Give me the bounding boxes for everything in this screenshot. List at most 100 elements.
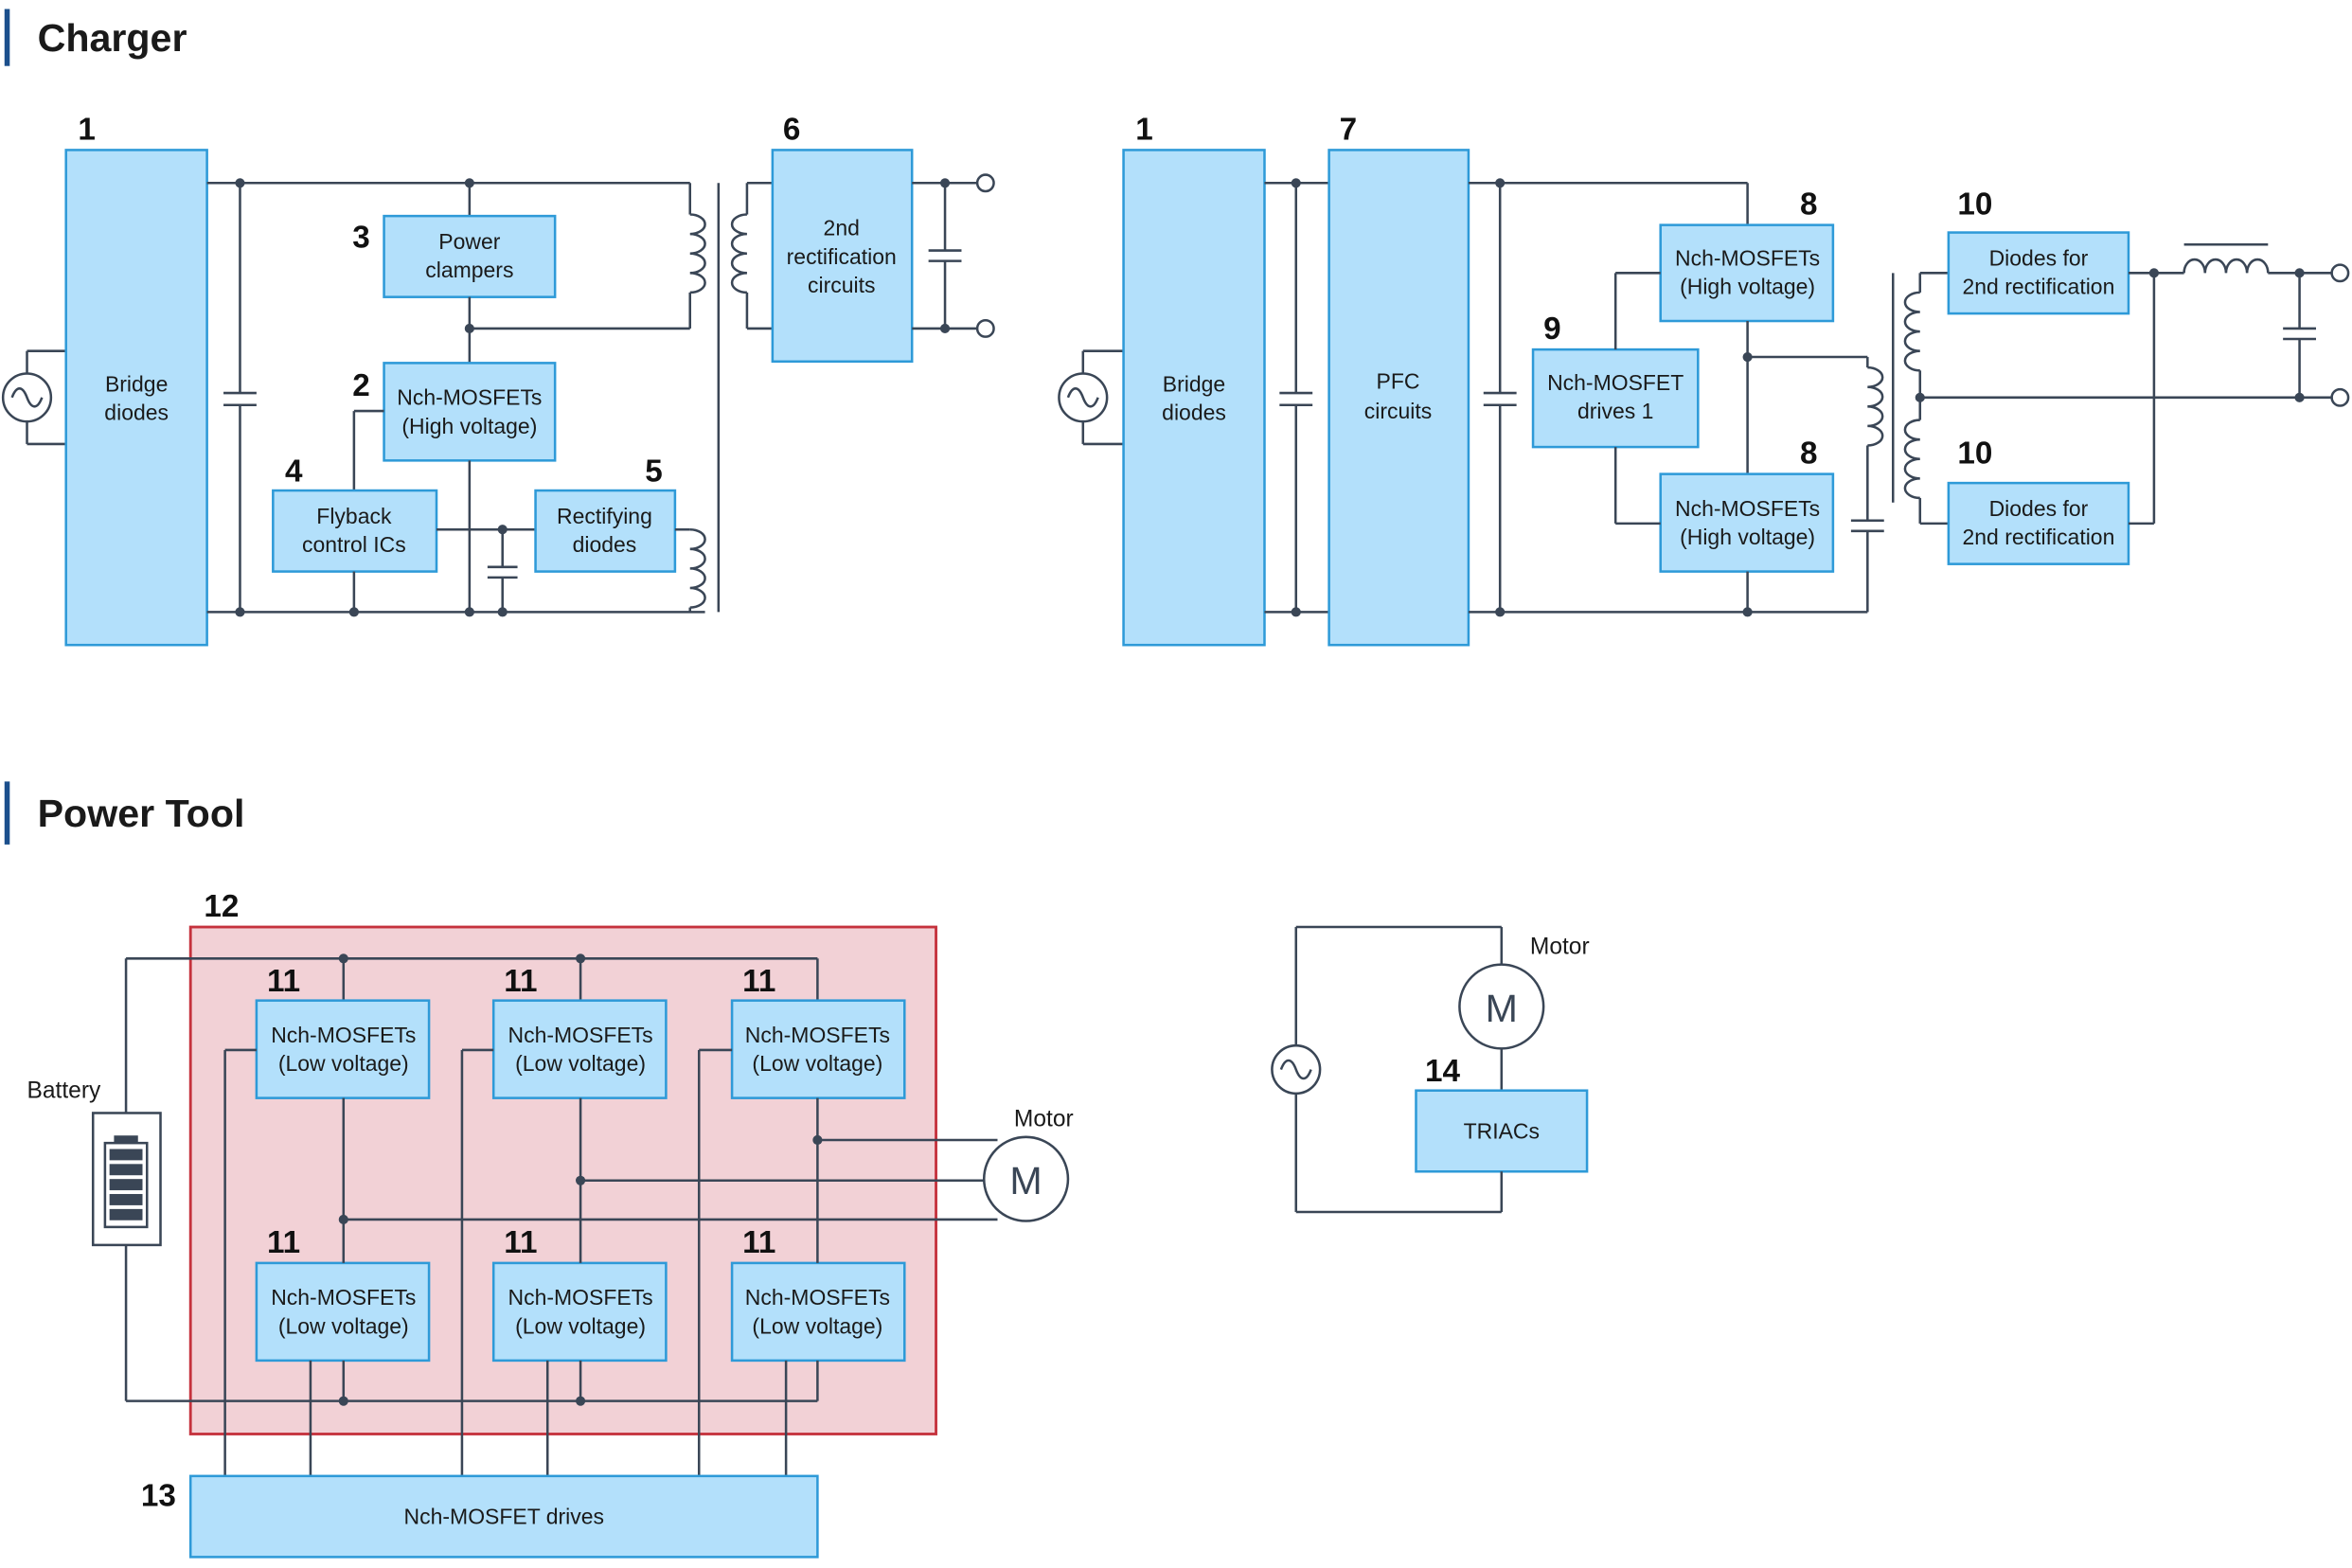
- box-label: drives 1: [1577, 399, 1653, 423]
- ac-source-icon: [1, 372, 53, 423]
- box-label: Nch-MOSFETs: [271, 1285, 416, 1310]
- box-label: Nch-MOSFETs: [745, 1023, 890, 1047]
- box-label: Diodes for: [1989, 245, 2089, 270]
- nch-mosfets-low-voltage-box: [491, 999, 668, 1099]
- box-label: Nch-MOSFETs: [397, 385, 542, 410]
- box-label: (High voltage): [1680, 275, 1815, 299]
- box-label: (Low voltage): [752, 1313, 882, 1338]
- component-number: 11: [742, 1225, 775, 1260]
- section-title: Charger: [38, 16, 187, 60]
- box-label: (Low voltage): [515, 1313, 646, 1338]
- output-terminal: [975, 318, 995, 338]
- bridge-diodes-box: [64, 149, 208, 647]
- box-label: Diodes for: [1989, 496, 2089, 521]
- motor-label: Motor: [1530, 935, 1590, 960]
- component-number: 11: [504, 964, 537, 999]
- component-number: 8: [1800, 187, 1818, 223]
- box-label: Power: [438, 229, 500, 254]
- nch-mosfets-high-voltage-box: [1659, 223, 1835, 323]
- component-number: 14: [1425, 1054, 1460, 1089]
- nch-mosfets-low-voltage-box: [255, 999, 431, 1099]
- box-label: Rectifying: [557, 504, 652, 528]
- box-label: PFC: [1377, 368, 1420, 393]
- output-terminal: [975, 173, 995, 193]
- box-label: Bridge: [1163, 371, 1225, 396]
- nch-mosfets-high-voltage-box: [1659, 472, 1835, 573]
- box-label: Nch-MOSFETs: [1675, 496, 1820, 521]
- box-label: (High voltage): [1680, 525, 1815, 549]
- component-number: 3: [352, 220, 369, 255]
- pfc-circuits-box: [1327, 149, 1470, 647]
- rectifying-diodes-box: [534, 489, 677, 573]
- component-number: 5: [645, 454, 663, 490]
- triac-motor-circuit: Motor M 14 TRIACs: [1271, 925, 1590, 1214]
- component-number: 13: [141, 1479, 176, 1514]
- component-number: 11: [742, 964, 775, 999]
- section-header-power-tool: Power Tool: [4, 781, 245, 845]
- power-clampers-box: [383, 214, 557, 298]
- box-label: Nch-MOSFETs: [271, 1023, 416, 1047]
- box-label: clampers: [425, 258, 513, 282]
- box-label: circuits: [1364, 399, 1432, 423]
- 2nd-rectification-circuits-box: [771, 149, 914, 364]
- box-label: Flyback: [316, 504, 392, 528]
- motor-label: Motor: [1014, 1107, 1074, 1132]
- nch-mosfet-drives-box: [1531, 347, 1700, 449]
- box-label: 2nd rectification: [1962, 275, 2114, 299]
- component-number: 7: [1340, 112, 1357, 147]
- box-label: rectification: [787, 244, 897, 269]
- box-label: (Low voltage): [278, 1051, 409, 1076]
- box-label: Nch-MOSFETs: [508, 1285, 653, 1310]
- box-label: (High voltage): [401, 414, 537, 438]
- component-number: 12: [204, 889, 239, 924]
- output-terminal: [2330, 263, 2350, 283]
- box-label: Nch-MOSFETs: [508, 1023, 653, 1047]
- box-label: (Low voltage): [752, 1051, 882, 1076]
- box-label: Nch-MOSFET: [1547, 370, 1684, 395]
- component-number: 6: [783, 112, 800, 147]
- section-bar: [4, 781, 10, 845]
- box-label: diodes: [104, 401, 169, 425]
- battery-label: Battery: [27, 1078, 101, 1104]
- box-label: Nch-MOSFET drives: [404, 1505, 604, 1529]
- box-label: Nch-MOSFETs: [1675, 245, 1820, 270]
- section-title: Power Tool: [38, 792, 245, 835]
- motor-icon: M: [1458, 963, 1545, 1050]
- box-label: TRIACs: [1464, 1118, 1540, 1143]
- section-bar: [4, 9, 10, 66]
- nch-mosfets-low-voltage-box: [730, 1261, 906, 1363]
- pfc-charger-circuit: 1 Bridge diodes 7 PFC circuits 8 Nch-MOS…: [1058, 112, 2350, 647]
- nch-mosfets-high-voltage-box: [383, 362, 557, 462]
- box-label: 2nd: [824, 216, 860, 241]
- box-label: Nch-MOSFETs: [745, 1285, 890, 1310]
- nch-mosfet-drives-box: [188, 1474, 819, 1559]
- battery-icon: [91, 1112, 162, 1247]
- ac-source-icon: [1058, 372, 1109, 423]
- component-number: 1: [78, 112, 96, 147]
- motor-icon: M: [982, 1135, 1070, 1222]
- ac-source-icon: [1271, 1043, 1322, 1096]
- box-label: control ICs: [302, 532, 406, 557]
- component-number: 11: [504, 1225, 537, 1260]
- component-number: 11: [267, 1225, 300, 1260]
- box-label: diodes: [573, 532, 637, 557]
- box-label: Bridge: [105, 371, 168, 396]
- component-number: 10: [1957, 437, 1992, 472]
- box-label: 2nd rectification: [1962, 525, 2114, 549]
- box-label: circuits: [808, 273, 875, 297]
- bridge-diodes-box: [1122, 149, 1266, 647]
- diodes-2nd-rectification-box: [1947, 481, 2130, 565]
- component-number: 1: [1135, 112, 1152, 147]
- motor-symbol: M: [1009, 1159, 1042, 1203]
- component-number: 10: [1957, 187, 1992, 223]
- component-number: 8: [1800, 437, 1818, 472]
- box-label: (Low voltage): [515, 1051, 646, 1076]
- nch-mosfets-low-voltage-box: [491, 1261, 668, 1363]
- nch-mosfets-low-voltage-box: [255, 1261, 431, 1363]
- motor-symbol: M: [1486, 987, 1518, 1030]
- component-number: 11: [267, 964, 300, 999]
- power-tool-inverter-circuit: 12 Battery 11 Nch-MOSFETs (Low voltage): [27, 889, 1074, 1559]
- box-label: (Low voltage): [278, 1313, 409, 1338]
